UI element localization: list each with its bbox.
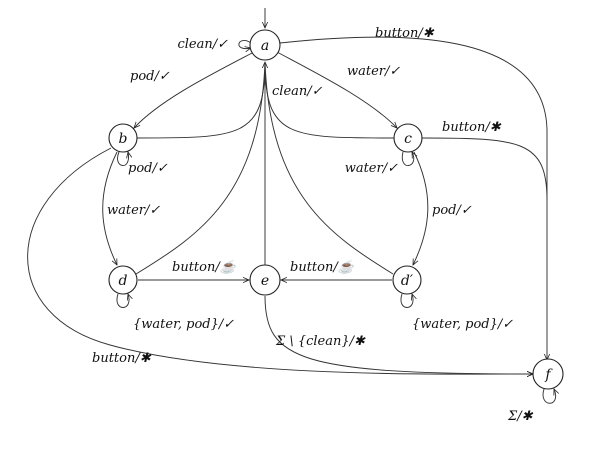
node-b: b bbox=[108, 123, 138, 153]
node-a: a bbox=[249, 29, 281, 61]
edge-c-d2 bbox=[413, 151, 429, 265]
label-a-self-loop: clean/✓ bbox=[177, 37, 228, 52]
edge-d2-self-loop bbox=[400, 294, 413, 308]
node-label-a: a bbox=[261, 38, 269, 54]
label-d-self-loop: {water, pod}/✓ bbox=[133, 317, 234, 332]
edge-d2-a bbox=[264, 61, 394, 275]
node-label-c: c bbox=[404, 131, 412, 147]
edge-a-f bbox=[279, 36, 547, 360]
edge-b-f bbox=[27, 147, 533, 374]
node-f: f bbox=[532, 358, 564, 390]
node-label-e: e bbox=[261, 273, 269, 289]
label-a-b: pod/✓ bbox=[130, 69, 170, 84]
label-d2-e: button/☕ bbox=[290, 258, 357, 275]
edge-a-b bbox=[134, 51, 255, 128]
edge-a-c bbox=[276, 51, 397, 128]
node-label-d: d bbox=[119, 273, 128, 289]
node-label-b: b bbox=[119, 131, 128, 147]
edge-c-self-loop bbox=[401, 152, 414, 166]
node-label-f: f bbox=[544, 367, 553, 383]
node-e: e bbox=[249, 264, 281, 296]
label-c-f: button/✱ bbox=[442, 120, 502, 135]
label-e-f: Σ \ {clean}/✱ bbox=[275, 334, 366, 349]
label-b-f: button/✱ bbox=[92, 351, 152, 366]
label-c-d2: pod/✓ bbox=[432, 203, 472, 218]
label-a-f: button/✱ bbox=[375, 26, 435, 41]
edge-c-f bbox=[421, 137, 548, 201]
edge-labels: clean/✓ pod/✓ water/✓ button/✱ clean/✓ p… bbox=[92, 26, 534, 424]
node-d: d bbox=[108, 265, 138, 295]
label-d-e: button/☕ bbox=[172, 258, 239, 275]
label-c-self-loop: water/✓ bbox=[345, 161, 398, 176]
label-b-self-loop: pod/✓ bbox=[128, 161, 168, 176]
edge-a-self-loop bbox=[238, 40, 251, 48]
edge-b-self-loop bbox=[117, 152, 129, 166]
edge-d-self-loop bbox=[116, 294, 129, 308]
label-d2-self-loop: {water, pod}/✓ bbox=[412, 317, 513, 332]
node-d-prime: d′ bbox=[392, 265, 422, 295]
node-label-d-prime: d′ bbox=[401, 273, 414, 289]
node-c: c bbox=[393, 123, 423, 153]
label-f-self-loop: Σ/✱ bbox=[507, 409, 534, 424]
label-into-a: clean/✓ bbox=[272, 84, 323, 99]
label-b-d: water/✓ bbox=[107, 203, 160, 218]
edge-b-d bbox=[102, 151, 117, 265]
edge-f-self-loop bbox=[542, 389, 556, 404]
edges bbox=[27, 8, 556, 404]
edge-d-a bbox=[135, 61, 266, 275]
edge-e-f bbox=[264, 295, 533, 374]
label-a-c: water/✓ bbox=[347, 64, 400, 79]
